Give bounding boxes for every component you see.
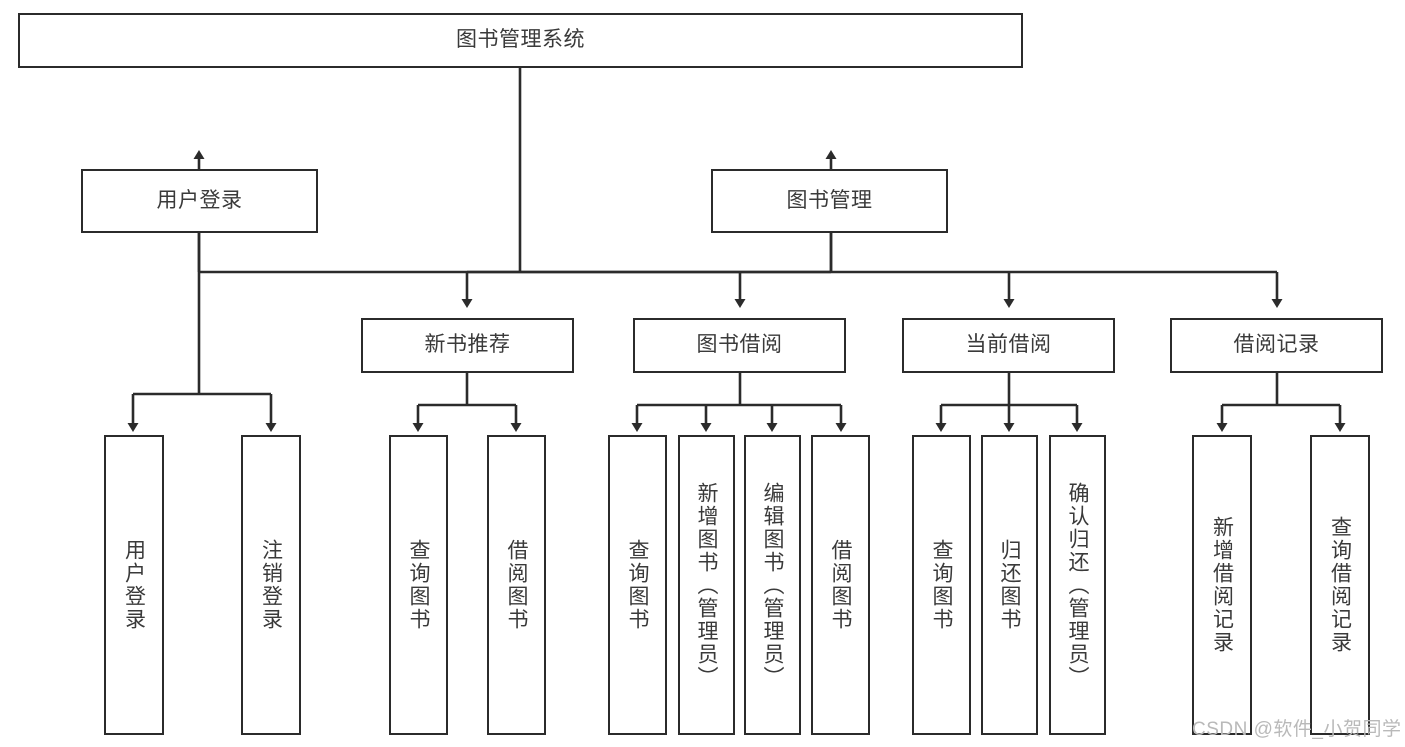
node-leaf-add-borrow-record-label: 新增借阅记录 xyxy=(1210,516,1234,654)
node-leaf-logout-label: 注销登录 xyxy=(259,539,283,631)
node-leaf-borrow-query-book-label: 查询图书 xyxy=(626,539,649,631)
node-book-management-label: 图书管理 xyxy=(786,188,873,212)
node-leaf-confirm-return-admin[interactable]: 确认归还（管理员） xyxy=(1049,435,1106,735)
node-leaf-user-login[interactable]: 用户登录 xyxy=(104,435,164,735)
node-book-management[interactable]: 图书管理 xyxy=(711,169,948,233)
csdn-watermark: CSDN @软件_小贺同学 xyxy=(1192,719,1402,740)
node-leaf-newbook-query-book[interactable]: 查询图书 xyxy=(389,435,448,735)
node-leaf-edit-book-admin[interactable]: 编辑图书（管理员） xyxy=(744,435,801,735)
node-root[interactable]: 图书管理系统 xyxy=(18,13,1023,68)
node-root-label: 图书管理系统 xyxy=(456,28,585,52)
node-leaf-return-book[interactable]: 归还图书 xyxy=(981,435,1038,735)
node-leaf-query-borrow-record[interactable]: 查询借阅记录 xyxy=(1310,435,1370,735)
node-borrow-record-label: 借阅记录 xyxy=(1233,333,1320,357)
node-book-borrow[interactable]: 图书借阅 xyxy=(633,318,846,373)
node-user-login[interactable]: 用户登录 xyxy=(81,169,318,233)
node-leaf-newbook-query-book-label: 查询图书 xyxy=(407,539,430,631)
node-leaf-newbook-borrow-book[interactable]: 借阅图书 xyxy=(487,435,546,735)
node-new-book-recommend-label: 新书推荐 xyxy=(424,333,511,357)
node-leaf-current-query-book-label: 查询图书 xyxy=(930,539,953,631)
node-leaf-edit-book-admin-label: 编辑图书（管理员） xyxy=(761,481,784,689)
node-new-book-recommend[interactable]: 新书推荐 xyxy=(361,318,574,373)
node-leaf-query-borrow-record-label: 查询借阅记录 xyxy=(1328,516,1352,654)
node-leaf-user-login-label: 用户登录 xyxy=(122,539,146,631)
node-leaf-borrow-book[interactable]: 借阅图书 xyxy=(811,435,870,735)
node-leaf-add-borrow-record[interactable]: 新增借阅记录 xyxy=(1192,435,1252,735)
node-current-borrow[interactable]: 当前借阅 xyxy=(902,318,1115,373)
node-leaf-borrow-book-label: 借阅图书 xyxy=(829,539,852,631)
node-leaf-borrow-query-book[interactable]: 查询图书 xyxy=(608,435,667,735)
node-leaf-newbook-borrow-book-label: 借阅图书 xyxy=(505,539,528,631)
node-leaf-current-query-book[interactable]: 查询图书 xyxy=(912,435,971,735)
node-leaf-confirm-return-admin-label: 确认归还（管理员） xyxy=(1066,481,1089,689)
node-current-borrow-label: 当前借阅 xyxy=(965,333,1052,357)
node-leaf-return-book-label: 归还图书 xyxy=(998,539,1021,631)
node-user-login-label: 用户登录 xyxy=(156,188,243,212)
node-leaf-logout[interactable]: 注销登录 xyxy=(241,435,301,735)
node-leaf-add-book-admin-label: 新增图书（管理员） xyxy=(695,481,718,689)
node-leaf-add-book-admin[interactable]: 新增图书（管理员） xyxy=(678,435,735,735)
node-borrow-record[interactable]: 借阅记录 xyxy=(1170,318,1383,373)
node-book-borrow-label: 图书借阅 xyxy=(696,333,783,357)
